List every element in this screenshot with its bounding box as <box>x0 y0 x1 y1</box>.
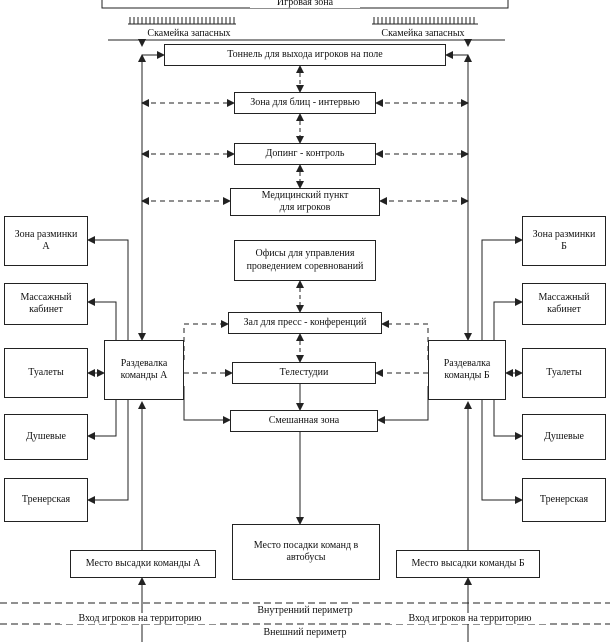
toilets-b-box: Туалеты <box>522 348 606 398</box>
press-hall-box: Зал для пресс - конференций <box>228 312 382 334</box>
game-zone-label: Игровая зона <box>250 0 360 8</box>
massage-a-box: Массажный кабинет <box>4 283 88 325</box>
warmup-b-box: Зона разминки Б <box>522 216 606 266</box>
bench-left-label: Скамейка запасных <box>134 28 244 39</box>
tunnel-box: Тоннель для выхода игроков на поле <box>164 44 446 66</box>
locker-a-box: Раздевалка команды А <box>104 340 184 400</box>
tv-studios-box: Телестудии <box>232 362 376 384</box>
game-zone-frame <box>101 0 509 9</box>
entry-right-label: Вход игроков на территорию <box>390 613 550 624</box>
doping-control-box: Допинг - контроль <box>234 143 376 165</box>
entry-left-label: Вход игроков на территорию <box>60 613 220 624</box>
massage-b-box: Массажный кабинет <box>522 283 606 325</box>
coach-b-box: Тренерская <box>522 478 606 522</box>
coach-a-box: Тренерская <box>4 478 88 522</box>
dropoff-a-box: Место высадки команды А <box>70 550 216 578</box>
dropoff-b-box: Место высадки команды Б <box>396 550 540 578</box>
blitz-interview-box: Зона для блиц - интервью <box>234 92 376 114</box>
bus-boarding-box: Место посадки команд в автобусы <box>232 524 380 580</box>
toilets-a-box: Туалеты <box>4 348 88 398</box>
bench-hatch-ticks <box>129 17 475 24</box>
showers-a-box: Душевые <box>4 414 88 460</box>
showers-b-box: Душевые <box>522 414 606 460</box>
locker-b-box: Раздевалка команды Б <box>428 340 506 400</box>
warmup-a-box: Зона разминки А <box>4 216 88 266</box>
offices-box: Офисы для управления проведением соревно… <box>234 240 376 281</box>
mixed-zone-box: Смешанная зона <box>230 410 378 432</box>
outer-perimeter-label: Внешний периметр <box>250 627 360 638</box>
medical-point-box: Медицинский пункт для игроков <box>230 188 380 216</box>
bench-right-label: Скамейка запасных <box>368 28 478 39</box>
inner-perimeter-label: Внутренний периметр <box>245 605 365 616</box>
